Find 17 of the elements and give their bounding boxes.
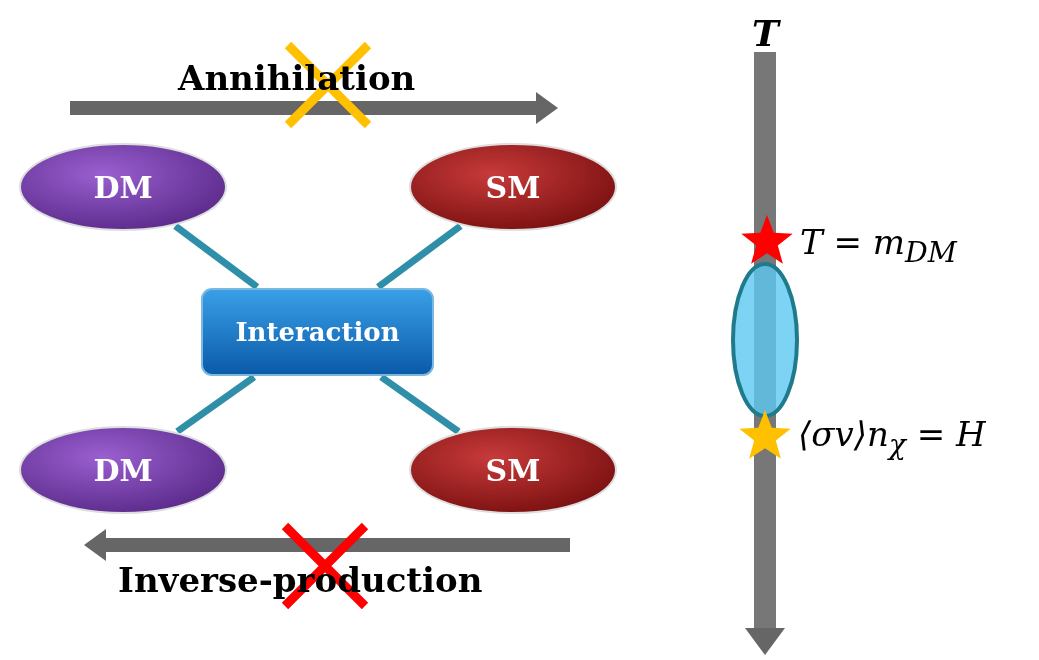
sm-ellipse <box>408 142 618 232</box>
sm-ellipse <box>408 425 618 515</box>
node-label: Interaction <box>235 317 400 347</box>
dm-ellipse <box>18 142 228 232</box>
interaction-box <box>200 287 435 377</box>
node-label: DM <box>93 452 153 488</box>
connector-line <box>376 223 463 290</box>
connector-line <box>379 374 461 435</box>
dm-ellipse <box>18 425 228 515</box>
node-label: SM <box>485 169 541 205</box>
node-label: SM <box>485 452 541 488</box>
formula-text: T = m$_{DM}$ <box>800 222 957 269</box>
connector-line <box>173 223 260 290</box>
axis-label: T <box>752 12 779 54</box>
node-label: DM <box>93 169 153 205</box>
formula-text: ⟨σv⟩n$_{χ}$ = H <box>798 414 986 461</box>
connector-line <box>175 374 257 435</box>
